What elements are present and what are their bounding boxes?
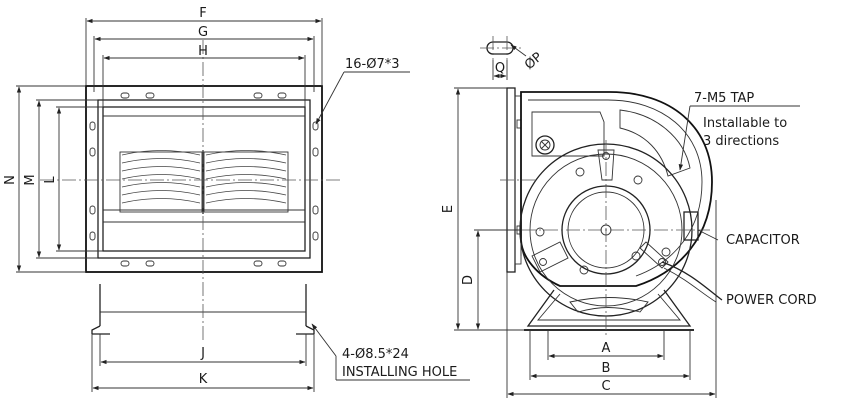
- impeller-left: [119, 150, 203, 213]
- impeller-right: [203, 150, 289, 213]
- callout-tap: 7-M5 TAP: [694, 91, 754, 106]
- dim-B: B: [602, 361, 611, 376]
- dim-P: ØP: [522, 50, 546, 73]
- side-base: [524, 289, 694, 331]
- dim-C: C: [601, 379, 610, 394]
- dim-N: N: [3, 175, 18, 185]
- capacitor: [683, 211, 699, 241]
- callout-installing-holes-1: 4-Ø8.5*24: [342, 347, 409, 362]
- callout-capacitor: CAPACITOR: [726, 233, 800, 248]
- dim-E: E: [441, 205, 456, 213]
- callout-installing-holes-2: INSTALLING HOLE: [342, 365, 457, 380]
- dim-H: H: [198, 44, 208, 59]
- dim-Q: Q: [495, 61, 505, 76]
- flange-holes: [89, 92, 319, 267]
- power-cord: [661, 261, 723, 301]
- outlet-inner-frame: [97, 99, 311, 259]
- motor-brackets: [531, 149, 669, 273]
- callout-tap-line3: 3 directions: [703, 134, 779, 149]
- callout-flange-holes: 16-Ø7*3: [345, 57, 400, 72]
- dim-G: G: [198, 25, 208, 40]
- outlet-flange-outline: [85, 85, 323, 273]
- dim-D: D: [461, 275, 476, 285]
- dim-L: L: [43, 176, 58, 184]
- housing-body: [102, 106, 306, 252]
- scroll-housing: [520, 91, 713, 287]
- dim-J: J: [200, 346, 205, 361]
- callout-power-cord: POWER CORD: [726, 293, 817, 308]
- slot-detail: Q ØP: [480, 36, 546, 80]
- dim-M: M: [23, 174, 38, 185]
- callout-tap-line2: Installable to: [703, 116, 787, 131]
- dim-F: F: [199, 6, 206, 21]
- front-view: F G H N M L J K 16-Ø7*3 4-Ø8: [3, 6, 470, 392]
- dim-A: A: [602, 341, 611, 356]
- ground-icon: [535, 135, 555, 155]
- side-view: Q ØP: [441, 36, 817, 398]
- dim-K: K: [199, 372, 208, 387]
